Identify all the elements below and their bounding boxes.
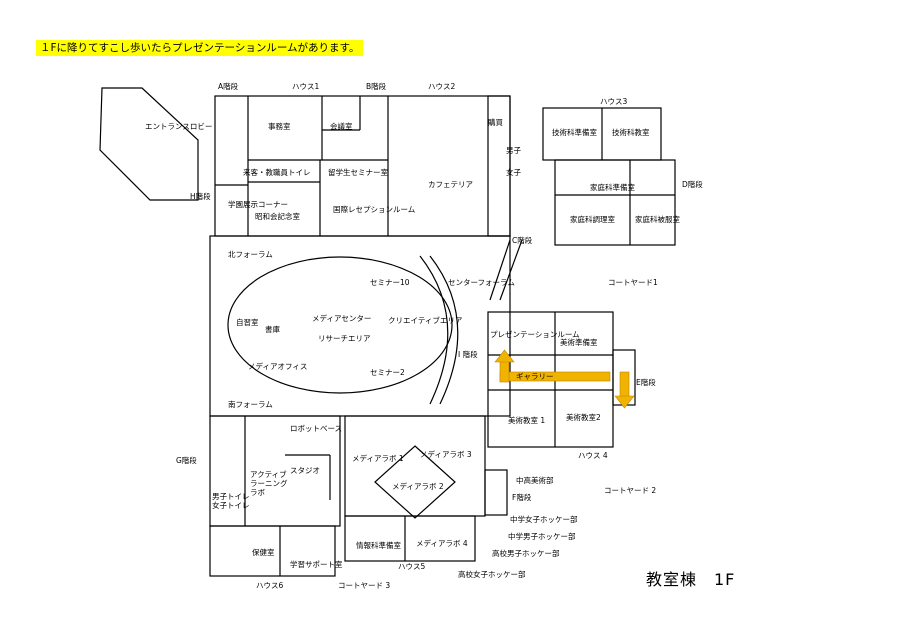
label-media-office: メディアオフィス <box>248 362 308 371</box>
label-display-corner: 学園展示コーナー <box>228 200 288 209</box>
label-research-area: リサーチエリア <box>318 334 371 343</box>
label-infirmary: 保健室 <box>252 548 275 557</box>
label-f-stairs: F階段 <box>512 493 532 502</box>
label-art-prep: 美術準備室 <box>560 338 598 347</box>
label-studio: スタジオ <box>290 466 320 475</box>
label-center-forum: センターフォーラム <box>448 278 515 287</box>
label-a-stairs: A階段 <box>218 82 239 91</box>
label-north-forum: 北フォーラム <box>228 250 273 259</box>
route-arrows <box>494 349 635 409</box>
label-tech-class: 技術科教室 <box>612 128 650 137</box>
instruction-banner: １Fに降りてすこし歩いたらプレゼンテーションルームがあります。 <box>36 40 364 56</box>
media-center-ellipse <box>227 256 453 394</box>
label-house6: ハウス6 <box>256 581 284 590</box>
label-seminar10: セミナー10 <box>370 278 410 287</box>
label-e-stairs: E階段 <box>636 378 656 387</box>
label-hs-boys-hockey: 高校男子ホッケー部 <box>492 549 560 558</box>
label-courtyard3: コートヤード 3 <box>338 581 391 590</box>
label-courtyard2: コートヤード 2 <box>604 486 657 495</box>
label-media-lab2: メディアラボ 2 <box>392 482 444 491</box>
label-boy-toilet: 男子 <box>506 146 521 155</box>
label-home-clothing: 家庭科被服室 <box>635 215 680 224</box>
label-presentation-room: プレゼンテーションルーム <box>490 330 580 339</box>
label-toilet-south: 男子トイレ 女子トイレ <box>212 492 250 510</box>
label-home-cooking: 家庭科調理室 <box>570 215 615 224</box>
label-creative-area: クリエイティブエリア <box>388 316 463 325</box>
media-lab-block <box>344 415 486 517</box>
label-girl-toilet: 女子 <box>506 168 521 177</box>
label-intl-reception: 国際レセプションルーム <box>333 205 416 214</box>
label-jh-girls-hockey: 中学女子ホッケー部 <box>510 515 578 524</box>
label-jh-art: 中高美術部 <box>516 476 554 485</box>
label-active-learning: アクティブ ラーニングラボ <box>250 470 288 497</box>
label-media-lab1: メディアラボ 1 <box>352 454 404 463</box>
label-h-stairs: H階段 <box>190 192 211 201</box>
label-seminar2: セミナー2 <box>370 368 405 377</box>
label-i-stairs: I 階段 <box>458 350 478 359</box>
label-media-center: メディアセンター <box>312 314 372 323</box>
label-cafeteria: カフェテリア <box>428 180 473 189</box>
label-robot-base: ロボットベース <box>290 424 343 433</box>
label-learning-support: 学習サポート室 <box>290 560 343 569</box>
label-house3: ハウス3 <box>600 97 628 106</box>
label-house5: ハウス5 <box>398 562 426 571</box>
label-house2: ハウス2 <box>428 82 456 91</box>
label-showa-memorial: 昭和会記念室 <box>255 212 300 221</box>
label-hs-girls-hockey: 高校女子ホッケー部 <box>458 570 526 579</box>
floor-title: 教室棟 1F <box>646 570 736 589</box>
label-c-stairs: C階段 <box>512 236 533 245</box>
label-media-lab3: メディアラボ 3 <box>420 450 472 459</box>
label-intl-seminar: 留学生セミナー室 <box>328 168 388 177</box>
label-g-stairs: G階段 <box>176 456 197 465</box>
label-b-stairs: B階段 <box>366 82 387 91</box>
media-lab2 <box>374 445 456 519</box>
label-library: 書庫 <box>265 325 280 334</box>
label-meeting: 会議室 <box>330 122 353 131</box>
label-media-lab4: メディアラボ 4 <box>416 539 468 548</box>
label-d-stairs: D階段 <box>682 180 703 189</box>
label-entrance: エントランスロビー <box>145 122 213 131</box>
label-courtyard1: コートヤード1 <box>608 278 658 287</box>
label-staff-toilet: 来客・教職員トイレ <box>243 168 311 177</box>
entrance-lobby-area <box>99 87 199 201</box>
label-home-prep: 家庭科準備室 <box>590 183 635 192</box>
label-office: 事務室 <box>268 122 291 131</box>
label-south-forum: 南フォーラム <box>228 400 273 409</box>
label-house1: ハウス1 <box>292 82 320 91</box>
label-ryuseikan: 購買 <box>488 118 503 127</box>
label-jh-boys-hockey: 中学男子ホッケー部 <box>508 532 576 541</box>
label-info-prep: 情報科準備室 <box>356 541 401 550</box>
label-house4: ハウス 4 <box>578 451 608 460</box>
label-art1: 美術教室 1 <box>508 416 546 425</box>
label-gallery: ギャラリー <box>516 372 554 381</box>
label-self-study: 自習室 <box>236 318 259 327</box>
label-art2: 美術教室2 <box>566 413 601 422</box>
label-tech-prep: 技術科準備室 <box>552 128 597 137</box>
